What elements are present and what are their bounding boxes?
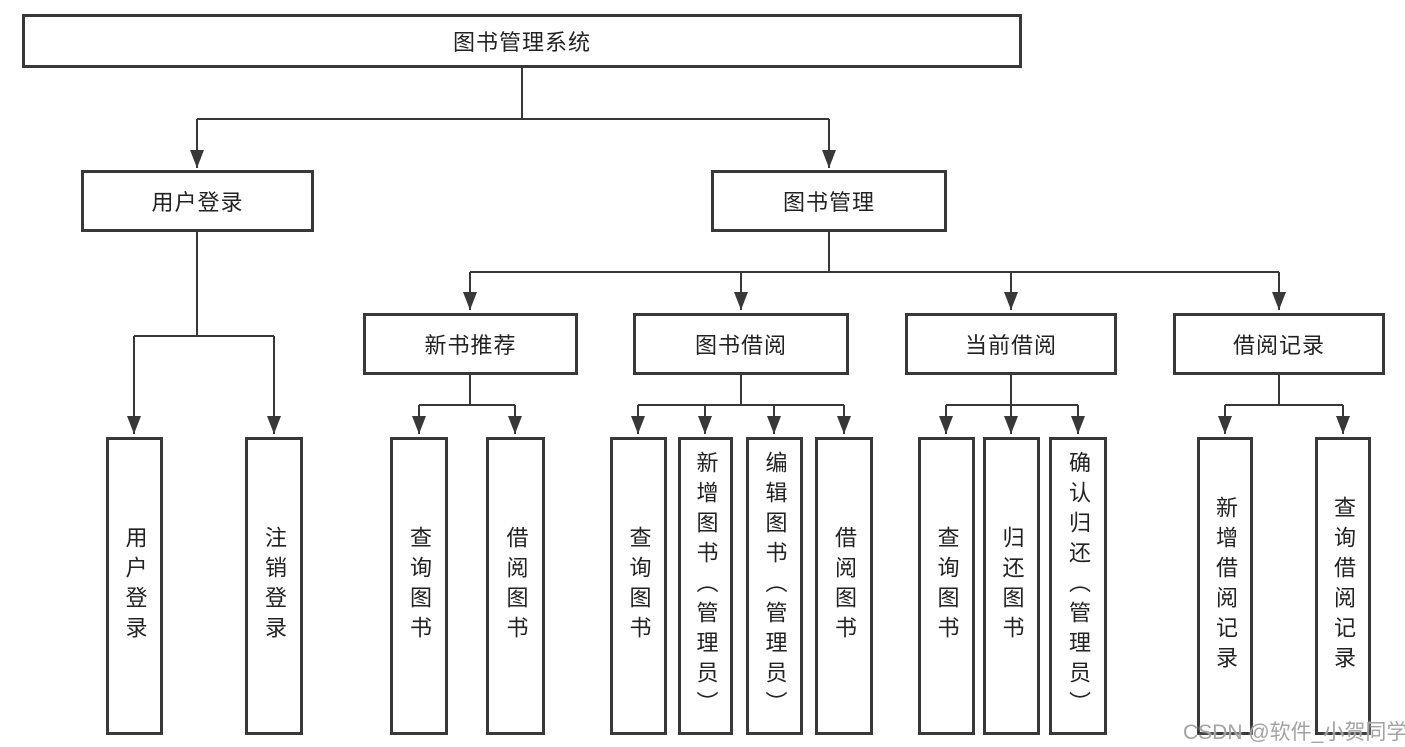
node-root: 图书管理系统: [22, 14, 1022, 68]
leaf-edit-book-admin: 编辑图书（管理员）: [746, 437, 803, 735]
leaf-query-borrow-record: 查询借阅记录: [1315, 437, 1371, 735]
node-book-management: 图书管理: [711, 170, 947, 232]
leaf-confirm-return-admin: 确认归还（管理员）: [1049, 437, 1107, 735]
leaf-label: 新增图书（管理员）: [693, 451, 719, 721]
node-current-borrow: 当前借阅: [905, 313, 1117, 375]
leaf-borrow-book-recommend: 借阅图书: [486, 437, 545, 735]
leaf-query-book-current: 查询图书: [918, 437, 975, 735]
leaf-borrow-book: 借阅图书: [815, 437, 873, 735]
leaf-query-book-recommend: 查询图书: [390, 437, 448, 735]
leaf-label: 借阅图书: [503, 526, 529, 646]
leaf-return-book: 归还图书: [983, 437, 1040, 735]
node-borrow-record: 借阅记录: [1173, 313, 1385, 375]
leaf-label: 查询借阅记录: [1331, 496, 1356, 676]
leaf-user-login: 用户登录: [106, 437, 163, 735]
leaf-label: 确认归还（管理员）: [1066, 451, 1091, 721]
leaf-label: 新增借阅记录: [1213, 496, 1238, 676]
node-book-borrow: 图书借阅: [633, 313, 849, 375]
leaf-label: 注销登录: [262, 526, 287, 646]
leaf-label: 编辑图书（管理员）: [762, 451, 788, 721]
leaf-label: 用户登录: [122, 526, 148, 646]
leaf-label: 查询图书: [626, 526, 652, 646]
leaf-label: 借阅图书: [832, 526, 857, 646]
node-user-login: 用户登录: [81, 170, 314, 232]
leaf-logout: 注销登录: [245, 437, 303, 735]
csdn-watermark: CSDN @软件_小贺同学: [1183, 721, 1405, 744]
leaf-add-book-admin: 新增图书（管理员）: [678, 437, 733, 735]
leaf-query-book-borrow: 查询图书: [610, 437, 667, 735]
node-new-book-recommend: 新书推荐: [363, 313, 578, 375]
leaf-label: 查询图书: [407, 526, 432, 646]
leaf-add-borrow-record: 新增借阅记录: [1197, 437, 1253, 735]
leaf-label: 归还图书: [999, 526, 1025, 646]
leaf-label: 查询图书: [934, 526, 960, 646]
